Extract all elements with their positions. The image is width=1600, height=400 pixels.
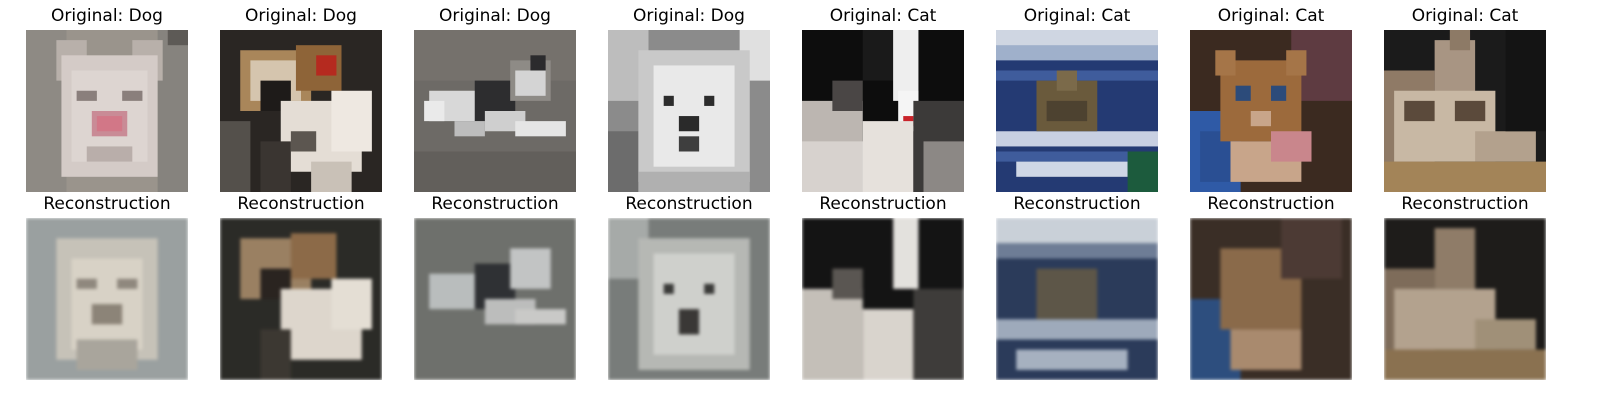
panel-title: Reconstruction — [625, 194, 753, 214]
original-image-cat-4 — [1384, 30, 1546, 192]
panel-title: Reconstruction — [1207, 194, 1335, 214]
panel-title: Reconstruction — [43, 194, 171, 214]
panel-title: Original: Cat — [1411, 6, 1519, 26]
panel-title: Reconstruction — [1401, 194, 1529, 214]
original-image-dog-2 — [220, 30, 382, 192]
panel-title: Reconstruction — [819, 194, 947, 214]
reconstruction-image-4 — [608, 218, 770, 380]
original-image-dog-1 — [26, 30, 188, 192]
original-image-cat-1 — [802, 30, 964, 192]
panel-title: Original: Dog — [245, 6, 357, 26]
reconstruction-image-7 — [1190, 218, 1352, 380]
panel-title: Reconstruction — [237, 194, 365, 214]
original-image-cat-3 — [1190, 30, 1352, 192]
panel-title: Original: Dog — [633, 6, 745, 26]
panel-title: Original: Cat — [1023, 6, 1131, 26]
reconstruction-image-5 — [802, 218, 964, 380]
panel-title: Reconstruction — [1013, 194, 1141, 214]
panel-title: Original: Dog — [439, 6, 551, 26]
original-image-dog-3 — [414, 30, 576, 192]
original-image-dog-4 — [608, 30, 770, 192]
reconstruction-image-2 — [220, 218, 382, 380]
reconstruction-image-3 — [414, 218, 576, 380]
reconstruction-image-1 — [26, 218, 188, 380]
original-image-cat-2 — [996, 30, 1158, 192]
reconstruction-image-8 — [1384, 218, 1546, 380]
panel-title: Original: Cat — [1217, 6, 1325, 26]
panel-title: Original: Cat — [829, 6, 937, 26]
reconstruction-image-6 — [996, 218, 1158, 380]
panel-title: Original: Dog — [51, 6, 163, 26]
panel-title: Reconstruction — [431, 194, 559, 214]
